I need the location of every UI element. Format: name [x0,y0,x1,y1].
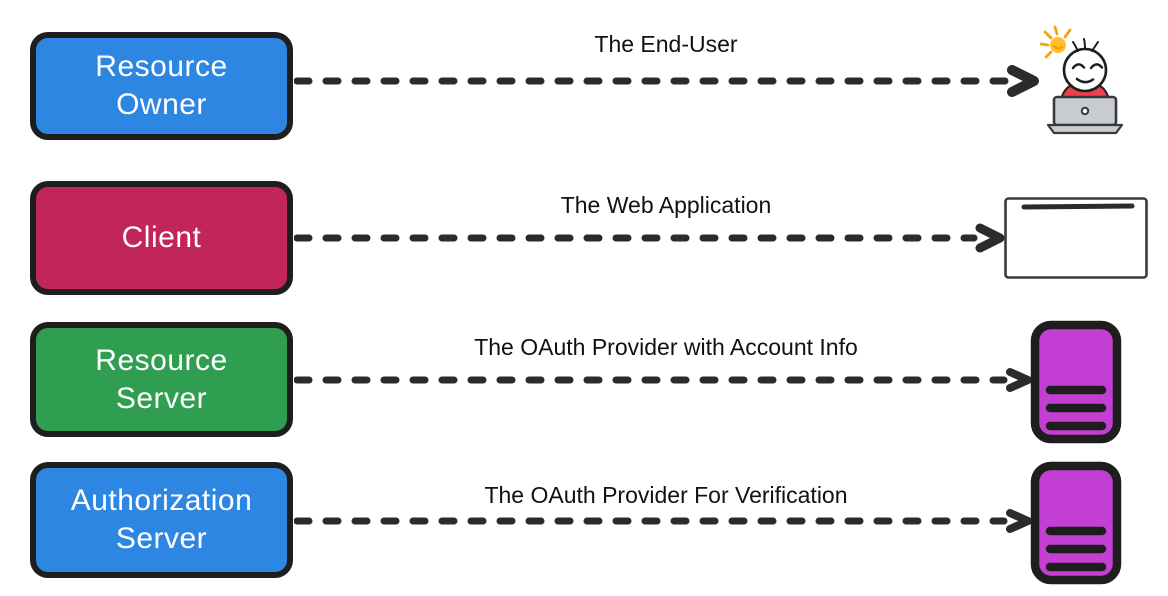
end-user-icon [1040,25,1124,135]
role-box-resource-server: Resource Server [30,322,293,437]
role-box-label: Authorization Server [70,484,253,555]
dashed-arrow [294,223,1005,253]
dashed-arrow [294,65,1039,97]
role-box-label: Client [121,221,202,254]
role-box-client: Client [30,181,293,295]
arrow-label: The End-User [594,31,738,57]
role-box-authorization-server: Authorization Server [30,462,293,578]
laptop-icon [1046,95,1124,135]
database-server-icon [1030,461,1122,585]
sun-icon [1040,25,1072,59]
browser-window-icon [1004,197,1148,279]
dashed-arrow [294,368,1032,392]
arrow-label: The OAuth Provider For Verification [484,482,848,508]
role-box-label: Resource Server [95,343,228,415]
database-server-icon [1030,320,1122,444]
arrow-label: The Web Application [560,192,772,218]
dashed-arrow [294,509,1032,533]
arrow-label: The OAuth Provider with Account Info [474,334,858,360]
role-box-label: Resource Owner [95,50,228,121]
role-box-resource-owner: Resource Owner [30,32,293,140]
